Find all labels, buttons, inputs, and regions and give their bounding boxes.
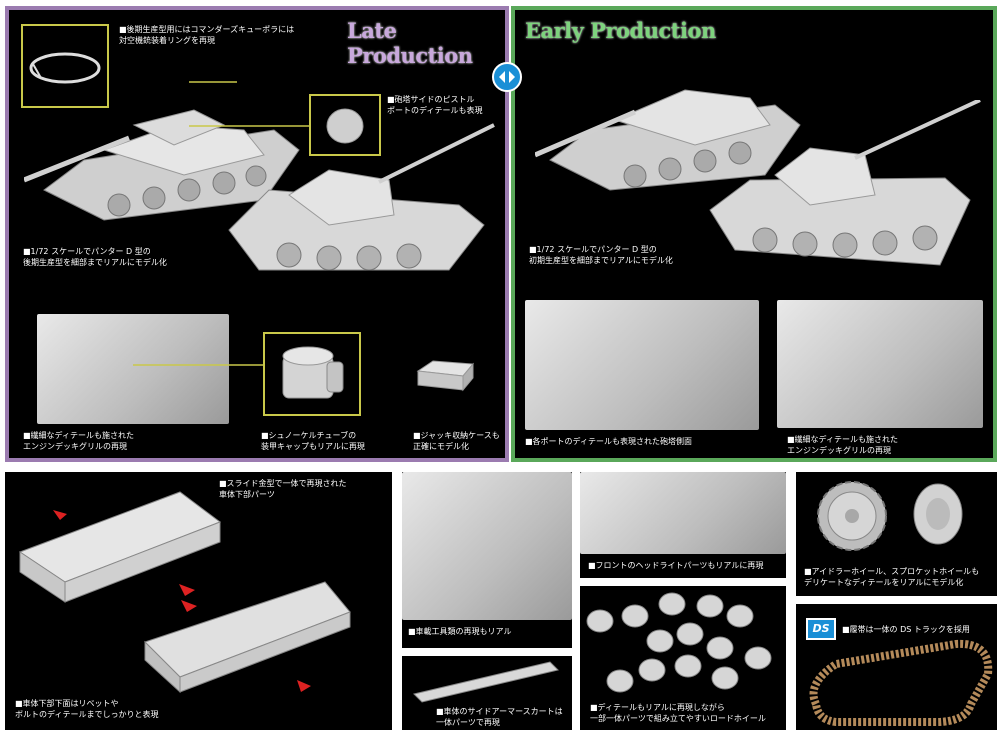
caption-late-grill: ■繊細なディテールも施された エンジンデッキグリルの再現 [23, 431, 134, 451]
caption-sprocket: ■アイドラーホイール、スプロケットホイールも デリケートなディテールをリアルにモ… [804, 567, 980, 587]
ds-track-image [809, 639, 993, 726]
caption-aa-ring: ■後期生産型用にはコマンダーズキューポラには 対空機銃装着リングを再現 [119, 25, 295, 45]
caption-pistol-port: ■砲塔サイドのピストル ポートのディテールも表現 [387, 95, 483, 115]
ds-logo-text: DS [812, 622, 830, 635]
compare-arrows-icon [492, 62, 522, 92]
caption-early-model: ■1/72 スケールでパンター D 型の 初期生産型を細部までリアルにモデル化 [529, 245, 673, 265]
headlight-panel: ■フロントのヘッドライトパーツもリアルに再現 [580, 472, 786, 578]
sprocket-panel: ■アイドラーホイール、スプロケットホイールも デリケートなディテールをリアルにモ… [796, 472, 997, 596]
road-wheels-image [586, 592, 772, 693]
side-skirt-image [413, 661, 559, 703]
tracks-panel: DS ■履帯は一体の DS トラックを採用 [796, 604, 997, 730]
callout-lines-1 [189, 81, 309, 127]
turret-side-photo [525, 300, 759, 430]
tools-panel: ■車載工具類の再現もリアル [402, 472, 572, 648]
engine-deck-photo-early [777, 300, 983, 428]
early-tank-image-1 [535, 89, 801, 191]
caption-tools: ■車載工具類の再現もリアル [408, 627, 512, 636]
early-production-panel: Early Production ■1/72 スケールでパンター D 型の 初期… [511, 6, 997, 462]
caption-snorkel: ■シュノーケルチューブの 装甲キャップもリアルに再現 [261, 431, 365, 451]
snorkel-cap-icon [282, 346, 344, 399]
snorkel-cap-inset [263, 332, 361, 416]
caption-rivets: ■車体下部下面はリベットや ボルトのディテールまでしっかりと表現 [15, 699, 159, 719]
pistol-port-inset [309, 94, 381, 156]
caption-late-model: ■1/72 スケールでパンター D 型の 後期生産型を細部までリアルにモデル化 [23, 247, 167, 267]
caption-skirt: ■車体のサイドアーマースカートは 一体パーツで再現 [436, 707, 563, 727]
lower-hull-image [18, 491, 351, 694]
caption-road-wheels: ■ディテールもリアルに再現しながら 一部一体パーツで組み立てやすいロードホイール [590, 703, 766, 723]
late-tank-image-2 [228, 123, 495, 271]
ds-track-logo: DS [806, 618, 836, 640]
jack-case-image [416, 360, 475, 392]
caption-turret-side: ■各ポートのディテールも表現された砲塔側面 [525, 437, 692, 446]
early-tank-image-2 [709, 100, 981, 266]
lower-hull-panel: ■スライド金型で一体で再現された 車体下部パーツ ■車体下部下面はリベットや ボ… [5, 472, 392, 730]
aa-ring-inset [21, 24, 109, 108]
skirt-panel: ■車体のサイドアーマースカートは 一体パーツで再現 [402, 656, 572, 730]
pistol-port-icon [326, 108, 364, 144]
caption-tracks: ■履帯は一体の DS トラックを採用 [842, 625, 970, 634]
headlight-photo [580, 472, 786, 554]
tools-photo [402, 472, 572, 620]
caption-headlight: ■フロントのヘッドライトパーツもリアルに再現 [588, 561, 764, 570]
sprocket-idler-image [817, 481, 963, 551]
caption-jack-case: ■ジャッキ収納ケースも 正確にモデル化 [413, 431, 500, 451]
aa-ring-icon [29, 52, 101, 84]
road-wheels-panel: ■ディテールもリアルに再現しながら 一部一体パーツで組み立てやすいロードホイール [580, 586, 786, 730]
late-production-panel: Late Production ■後期生産型用にはコマンダーズキューポラには 対… [5, 6, 509, 462]
callout-line-2 [133, 364, 269, 366]
caption-early-grill: ■繊細なディテールも施された エンジンデッキグリルの再現 [787, 435, 898, 455]
late-tank-image-1 [24, 109, 300, 221]
late-production-title: Late Production [347, 18, 473, 68]
engine-deck-photo-late [37, 314, 229, 424]
caption-lower-hull: ■スライド金型で一体で再現された 車体下部パーツ [219, 479, 347, 499]
early-production-title: Early Production [525, 18, 716, 43]
